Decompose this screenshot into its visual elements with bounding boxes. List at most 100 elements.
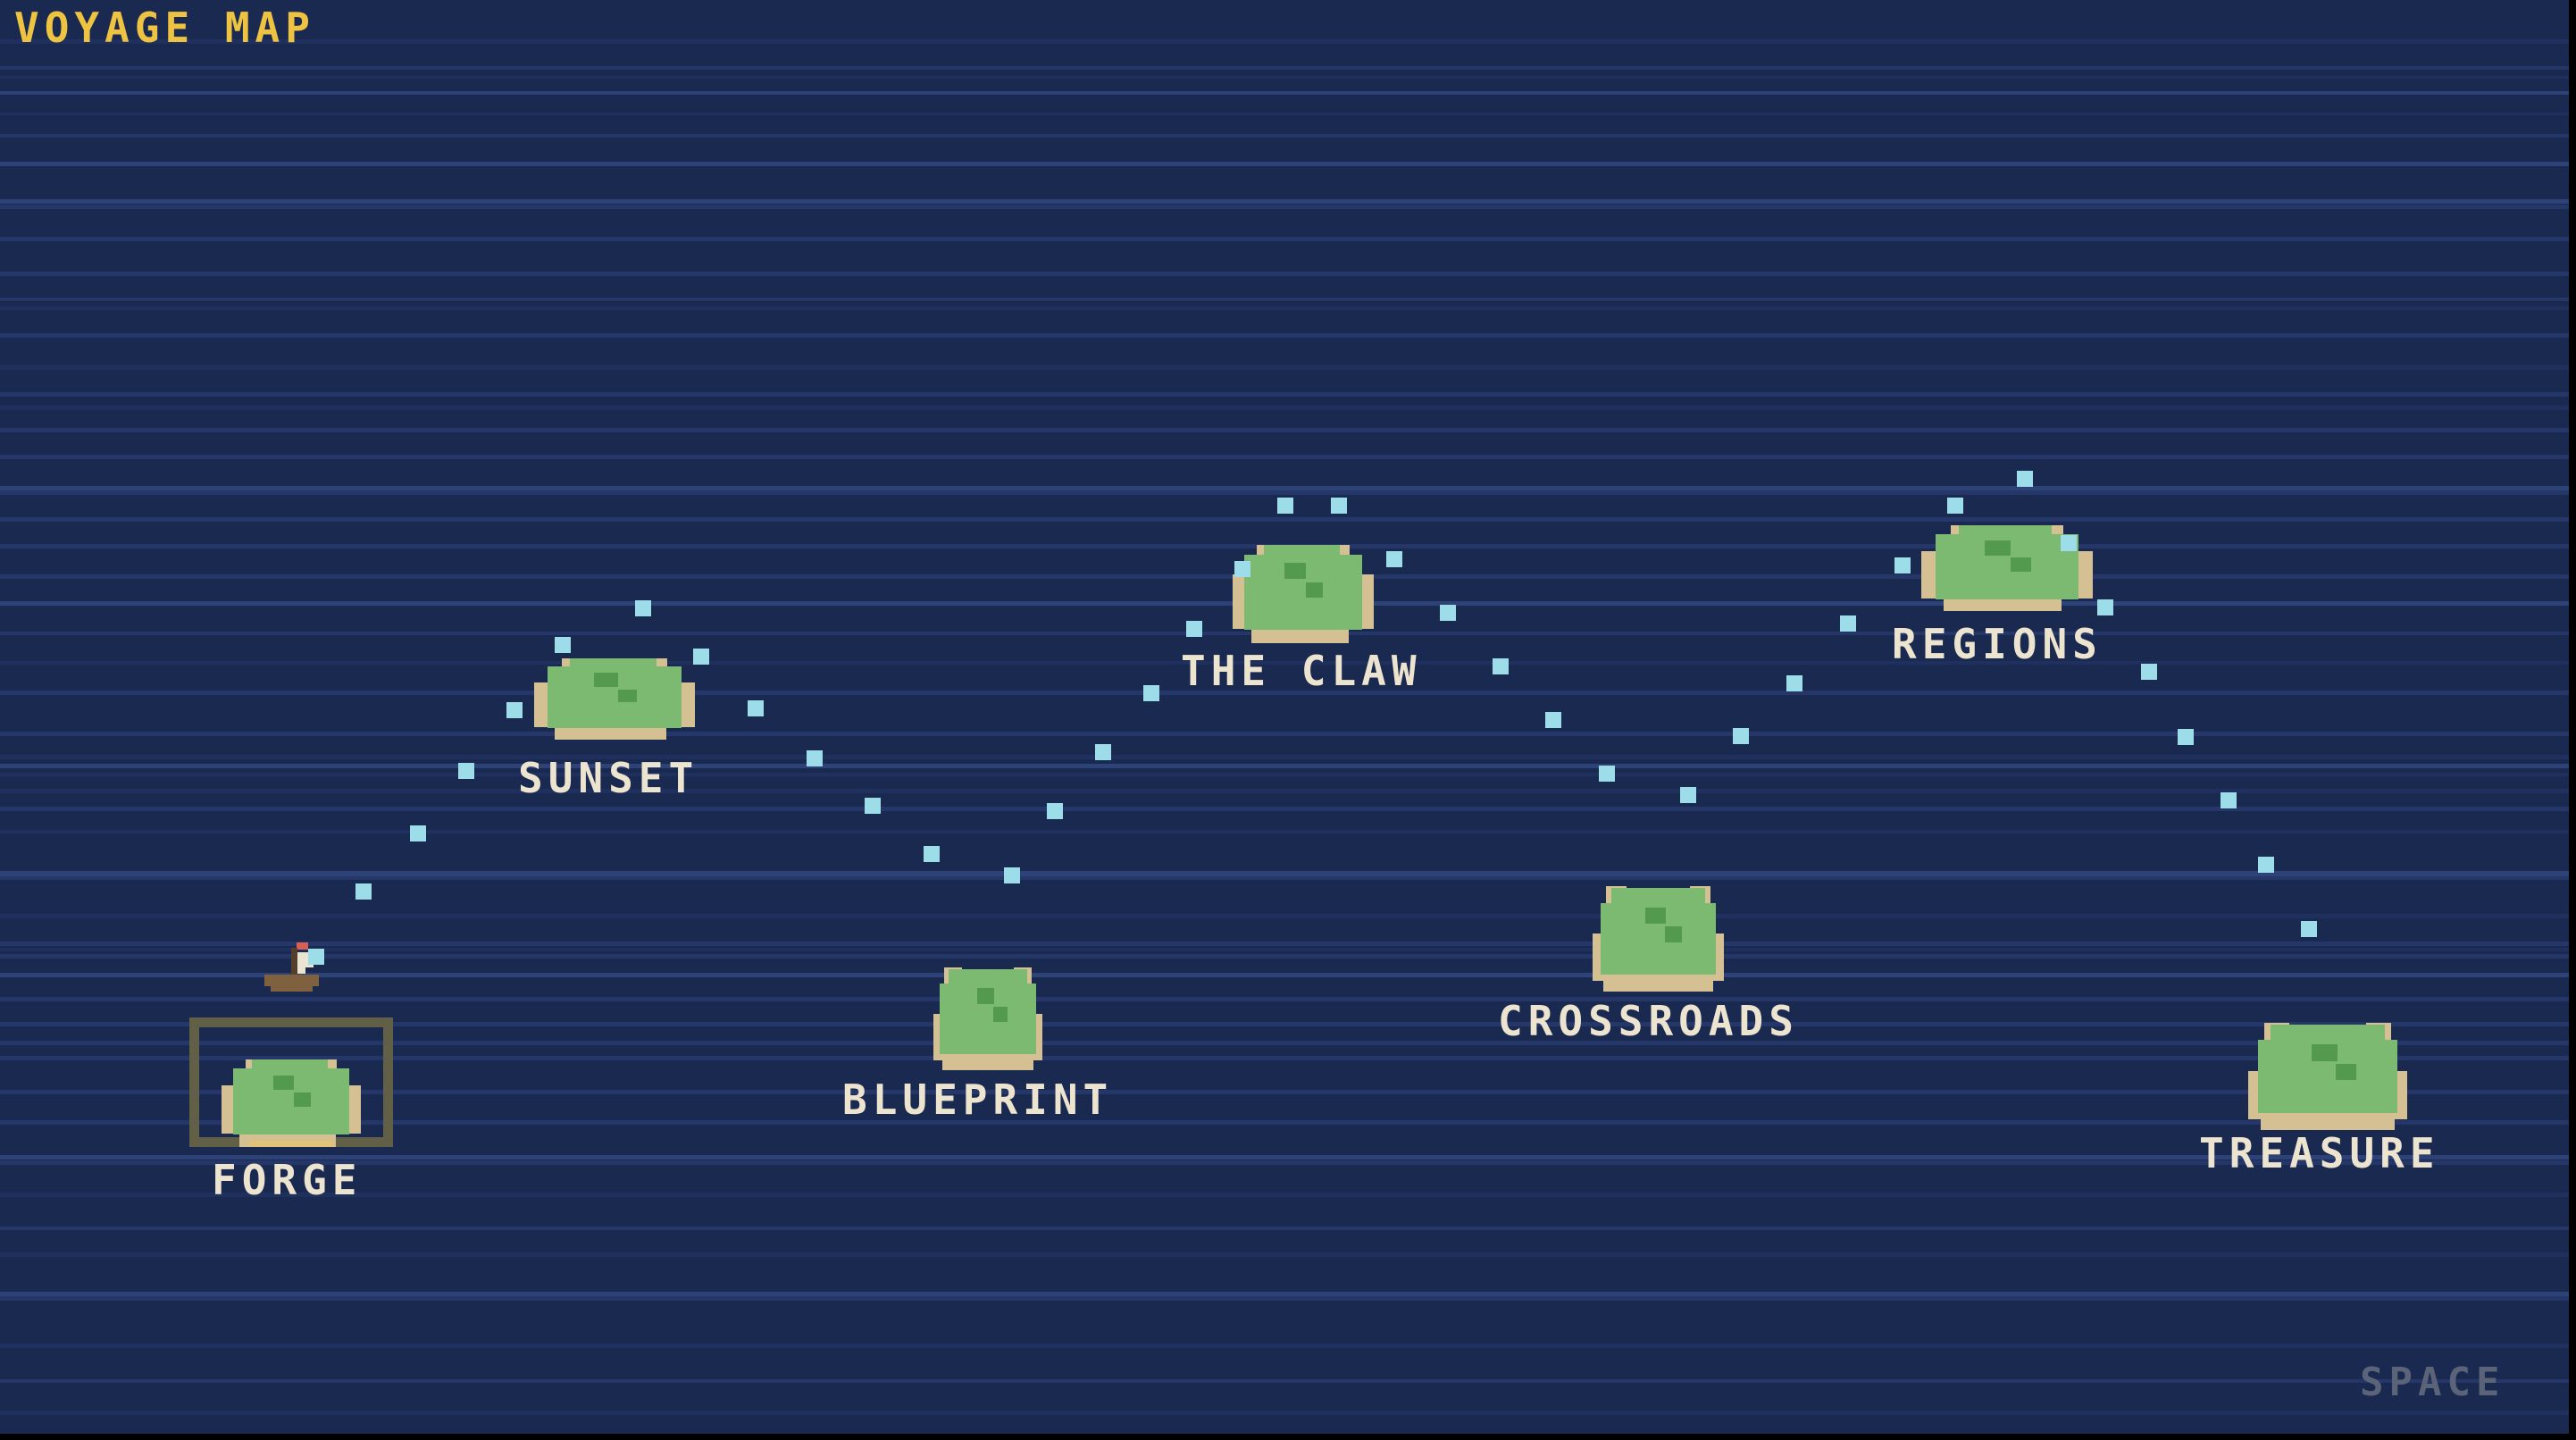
water-stripe <box>0 134 2576 138</box>
island-label: BLUEPRINT <box>842 1076 1114 1124</box>
boat-hull <box>271 986 313 992</box>
water-stripe <box>0 732 2576 736</box>
island-regions[interactable] <box>1921 525 2093 611</box>
boat-hull <box>264 975 319 986</box>
island-the-claw[interactable] <box>1233 545 1374 643</box>
water-stripe <box>0 997 2576 1001</box>
water-stripe <box>0 392 2576 397</box>
trail-dot <box>1493 658 1509 674</box>
water-stripe <box>0 691 2576 695</box>
water-stripe <box>0 237 2576 241</box>
water-stripe <box>0 1252 2576 1257</box>
water-stripe <box>0 755 2576 759</box>
water-stripe <box>0 954 2576 959</box>
water-stripe <box>0 1155 2576 1160</box>
island-blueprint[interactable] <box>933 967 1042 1070</box>
water-stripe <box>0 162 2576 166</box>
trail-dot <box>1143 685 1159 701</box>
grass-patch <box>593 673 618 687</box>
trail-dot <box>865 798 881 814</box>
trail-dot <box>1440 605 1456 621</box>
sand-tab-right <box>1358 574 1374 629</box>
water-stripe <box>0 661 2576 665</box>
water-stripe <box>0 333 2576 338</box>
trail-dot <box>1599 766 1615 782</box>
island-crossroads[interactable] <box>1593 886 1724 992</box>
water-stripe <box>0 1292 2576 1296</box>
grass-patch <box>2010 557 2031 572</box>
island-label: FORGE <box>212 1156 363 1204</box>
grass-patch <box>1284 562 1307 580</box>
island-label: CROSSROADS <box>1498 997 1799 1045</box>
island-forge[interactable] <box>222 1059 361 1147</box>
sand-tab-right <box>345 1085 361 1134</box>
water-stripe <box>0 306 2576 310</box>
water-stripe <box>0 272 2576 276</box>
trail-dot <box>1545 712 1561 728</box>
trail-dot <box>2097 599 2113 615</box>
grass-patch <box>1985 540 2011 556</box>
island-label: THE CLAW <box>1181 647 1422 695</box>
grass-patch <box>2335 1063 2357 1080</box>
water-stripe <box>0 66 2576 70</box>
water-stripe <box>0 297 2576 301</box>
water-stripe <box>0 113 2576 115</box>
water-stripe <box>0 914 2576 918</box>
grass-patch <box>272 1075 295 1091</box>
trail-dot <box>410 825 426 841</box>
water-stripe <box>0 948 2576 951</box>
water-stripe <box>0 789 2576 793</box>
trail-dot <box>807 750 823 766</box>
trail-dot <box>1186 621 1202 637</box>
trail-dot <box>2061 535 2077 551</box>
water-stripe <box>0 76 2576 79</box>
grass-patch <box>294 1093 311 1107</box>
trail-dot <box>924 846 940 862</box>
screen-right-edge <box>2569 0 2576 1440</box>
water-stripe <box>0 871 2576 876</box>
water-stripe <box>0 1056 2576 1060</box>
water-stripe <box>0 1022 2576 1026</box>
water-stripe <box>0 876 2576 880</box>
boat-sail <box>297 967 305 974</box>
grass-patch <box>976 988 995 1005</box>
trail-dot <box>693 649 709 665</box>
water-stripe <box>0 1120 2576 1125</box>
trail-dot <box>506 702 523 718</box>
screen-bottom-edge <box>0 1434 2576 1440</box>
trail-dot <box>1095 744 1111 760</box>
water-stripe <box>0 365 2576 370</box>
island-sunset[interactable] <box>534 658 695 740</box>
water-stripe <box>0 199 2576 204</box>
grass-patch <box>617 689 638 703</box>
island-treasure[interactable] <box>2248 1023 2407 1130</box>
water-stripe <box>0 942 2576 946</box>
water-stripe <box>0 39 2576 44</box>
trail-dot <box>1680 787 1696 803</box>
trail-dot <box>308 949 324 965</box>
trail-dot <box>1947 498 1963 514</box>
trail-dot <box>2178 729 2194 745</box>
water-stripe <box>0 773 2576 776</box>
water-stripe <box>0 1411 2576 1415</box>
trail-dot <box>2141 664 2157 680</box>
trail-dot <box>2301 921 2317 937</box>
grass-patch <box>993 1006 1008 1022</box>
grass-patch <box>2312 1044 2338 1062</box>
trail-dot <box>748 700 764 716</box>
water-stripe <box>0 406 2576 410</box>
sand-tab-left <box>534 682 552 728</box>
water-stripe <box>0 764 2576 768</box>
sand-tab-right <box>2073 550 2093 599</box>
water-stripe <box>0 455 2576 459</box>
water-stripe <box>0 517 2576 522</box>
water-stripe <box>0 490 2576 495</box>
trail-dot <box>635 600 651 616</box>
grass-patch <box>1664 925 1682 942</box>
island-label: TREASURE <box>2199 1129 2440 1177</box>
trail-dot <box>1331 498 1347 514</box>
page-title: VOYAGE MAP <box>14 4 315 52</box>
space-key-hint: SPACE <box>2360 1360 2505 1405</box>
sand-tab-left <box>1233 574 1249 629</box>
